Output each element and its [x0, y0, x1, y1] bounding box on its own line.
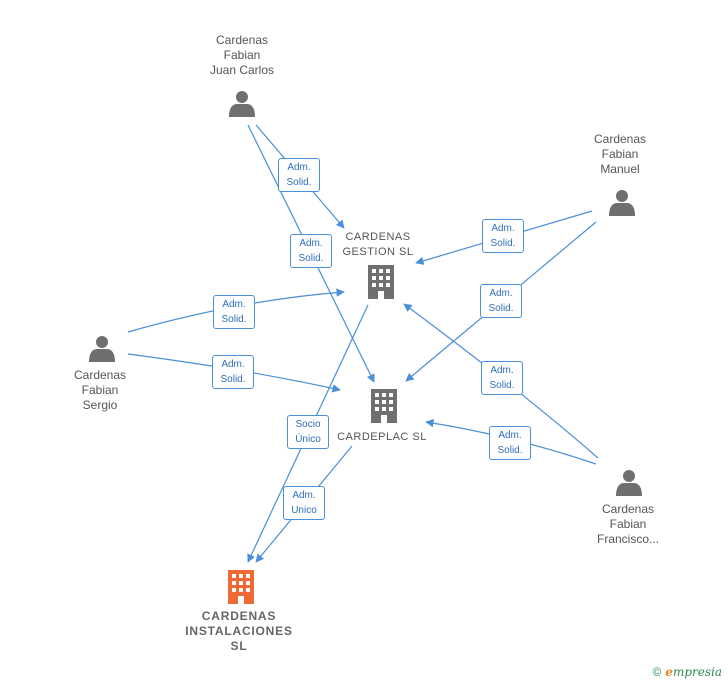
- node-label-sergio[interactable]: Cardenas Fabian Sergio: [73, 368, 127, 412]
- node-label-cardeplac[interactable]: CARDEPLAC SL: [337, 431, 427, 443]
- node-label-francisco[interactable]: Cardenas Fabian Francisco...: [596, 502, 659, 546]
- copyright-symbol: ©: [652, 665, 662, 679]
- building-icon: [368, 265, 394, 299]
- main-company-building-icon: [228, 570, 254, 604]
- person-icon: [609, 190, 635, 216]
- edge-label-francisco-cardeplac[interactable]: Adm.Solid.: [489, 426, 531, 460]
- node-label-cardenas-gestion[interactable]: CARDENAS GESTION SL: [342, 231, 414, 258]
- node-label-manuel[interactable]: Cardenas Fabian Manuel: [593, 132, 647, 176]
- edge-label-sergio-gestion[interactable]: Adm.Solid.: [213, 295, 255, 329]
- edge-label-jc-cardeplac[interactable]: Adm.Solid.: [290, 234, 332, 268]
- edge-label-manuel-cardeplac[interactable]: Adm.Solid.: [480, 284, 522, 318]
- brand-logo-text: mpresia: [672, 665, 722, 679]
- edge-label-manuel-gestion[interactable]: Adm.Solid.: [482, 219, 524, 253]
- node-label-cardenas-instalaciones[interactable]: CARDENAS INSTALACIONES SL: [185, 609, 293, 653]
- edge-label-jc-gestion[interactable]: Adm.Solid.: [278, 158, 320, 192]
- brand-logo-initial: e: [665, 665, 673, 679]
- edge-label-sergio-cardeplac[interactable]: Adm.Solid.: [212, 355, 254, 389]
- edge-label-francisco-gestion[interactable]: Adm.Solid.: [481, 361, 523, 395]
- building-icon: [371, 389, 397, 423]
- footer-brand: ©empresia: [652, 665, 722, 679]
- edge-label-cardeplac-instalaciones[interactable]: Adm.Unico: [283, 486, 325, 520]
- person-icon: [229, 91, 255, 117]
- person-icon: [616, 470, 642, 496]
- person-icon: [89, 336, 115, 362]
- node-label-juan-carlos[interactable]: Cardenas Fabian Juan Carlos: [209, 33, 275, 77]
